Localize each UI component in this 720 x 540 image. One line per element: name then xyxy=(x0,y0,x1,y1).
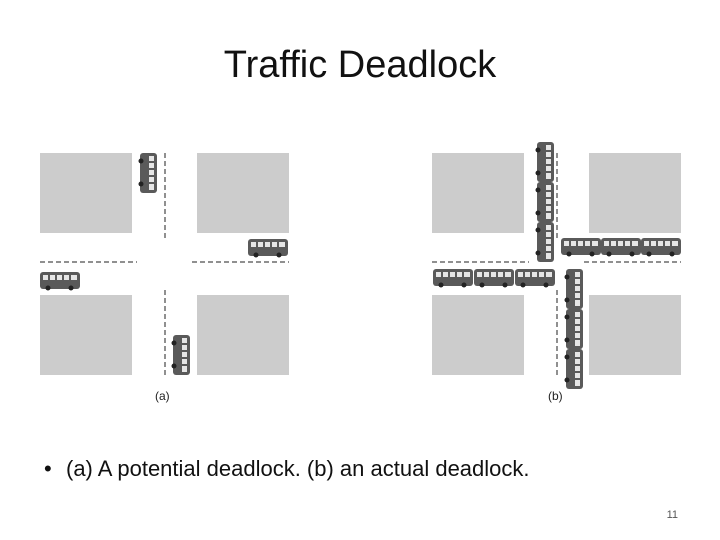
city-block xyxy=(197,153,289,233)
bus-icon xyxy=(564,269,583,309)
bullet-marker: • xyxy=(44,456,52,481)
city-block xyxy=(40,153,132,233)
bus-icon xyxy=(138,153,157,193)
bullet-text: (a) A potential deadlock. (b) an actual … xyxy=(66,456,530,481)
bus-icon xyxy=(171,335,190,375)
traffic-deadlock-figure xyxy=(40,142,681,389)
panel-b xyxy=(432,142,681,389)
bus-icon xyxy=(535,222,554,262)
page-number: 11 xyxy=(666,509,678,521)
city-block xyxy=(40,295,132,375)
bus-icon xyxy=(40,272,80,291)
bus-icon xyxy=(641,238,681,257)
bus-icon xyxy=(561,238,601,257)
bus-icon xyxy=(535,182,554,222)
panel-a-caption: (a) xyxy=(155,389,170,403)
bus-icon xyxy=(433,269,473,288)
panel-a xyxy=(40,153,289,375)
bus-icon xyxy=(601,238,641,257)
city-block xyxy=(432,295,524,375)
bus-icon xyxy=(564,309,583,349)
panel-b-caption: (b) xyxy=(548,389,563,403)
bus-icon xyxy=(248,239,288,258)
city-block xyxy=(589,295,681,375)
bus-icon xyxy=(515,269,555,288)
bullet-point: • (a) A potential deadlock. (b) an actual… xyxy=(44,456,530,482)
bus-icon xyxy=(535,142,554,182)
city-block xyxy=(197,295,289,375)
city-block xyxy=(432,153,524,233)
bus-icon xyxy=(474,269,514,288)
city-block xyxy=(589,153,681,233)
bus-icon xyxy=(564,349,583,389)
slide-title: Traffic Deadlock xyxy=(223,44,497,86)
